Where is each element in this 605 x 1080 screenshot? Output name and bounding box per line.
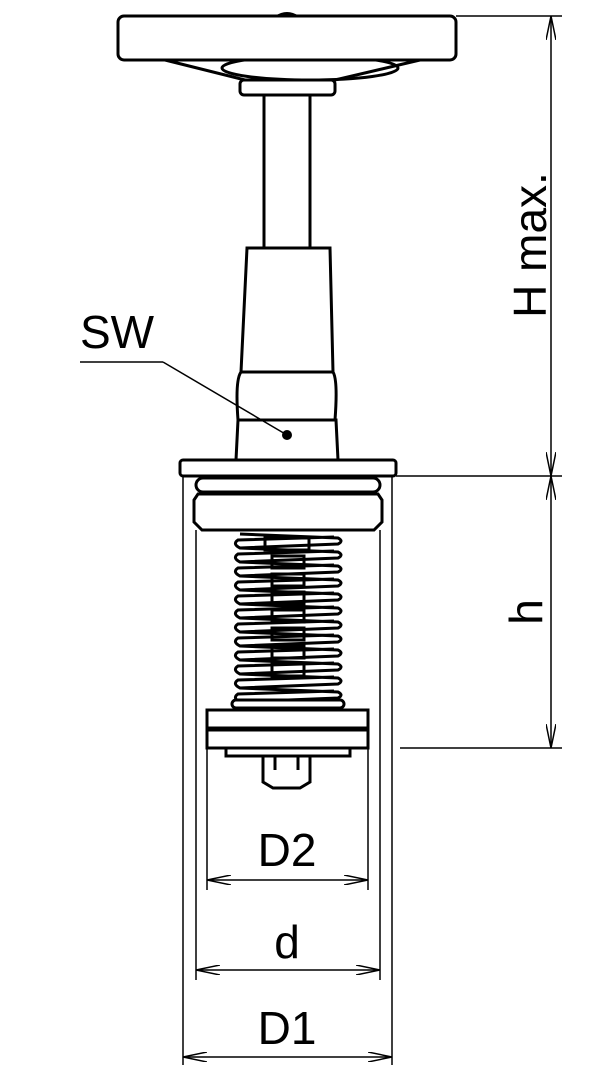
h-max-label: H max.	[504, 172, 556, 318]
sw-callout: SW	[80, 306, 288, 436]
handwheel	[116, 12, 458, 97]
upper-housing	[234, 246, 340, 462]
spring-plate	[205, 708, 370, 790]
h-max-dimension: H max.	[396, 15, 562, 477]
spring-coil	[233, 644, 343, 662]
spring-coil	[233, 658, 343, 676]
spring-coil	[233, 630, 343, 648]
d-label: d	[274, 916, 300, 968]
flange	[178, 458, 398, 532]
spring-coil	[233, 560, 343, 578]
spring-coil	[233, 574, 343, 592]
h-dimension: h	[400, 476, 562, 749]
spring	[230, 532, 346, 710]
spring-coil	[233, 546, 343, 564]
nut	[261, 754, 312, 790]
d2-dimension: D2	[207, 824, 368, 880]
spring-coil	[233, 616, 343, 634]
spring-coil	[233, 672, 343, 690]
d-dimension: d	[196, 916, 380, 970]
d2-label: D2	[258, 824, 317, 876]
stem	[262, 93, 312, 250]
spring-coil	[233, 588, 343, 606]
sw-label: SW	[80, 306, 155, 358]
spring-coil	[233, 602, 343, 620]
d1-dimension: D1	[183, 1002, 392, 1057]
spring-seat	[230, 698, 346, 710]
h-label: h	[500, 599, 552, 625]
d1-label: D1	[258, 1002, 317, 1054]
spring-coil	[233, 532, 343, 550]
housing-outline	[182, 476, 393, 1065]
